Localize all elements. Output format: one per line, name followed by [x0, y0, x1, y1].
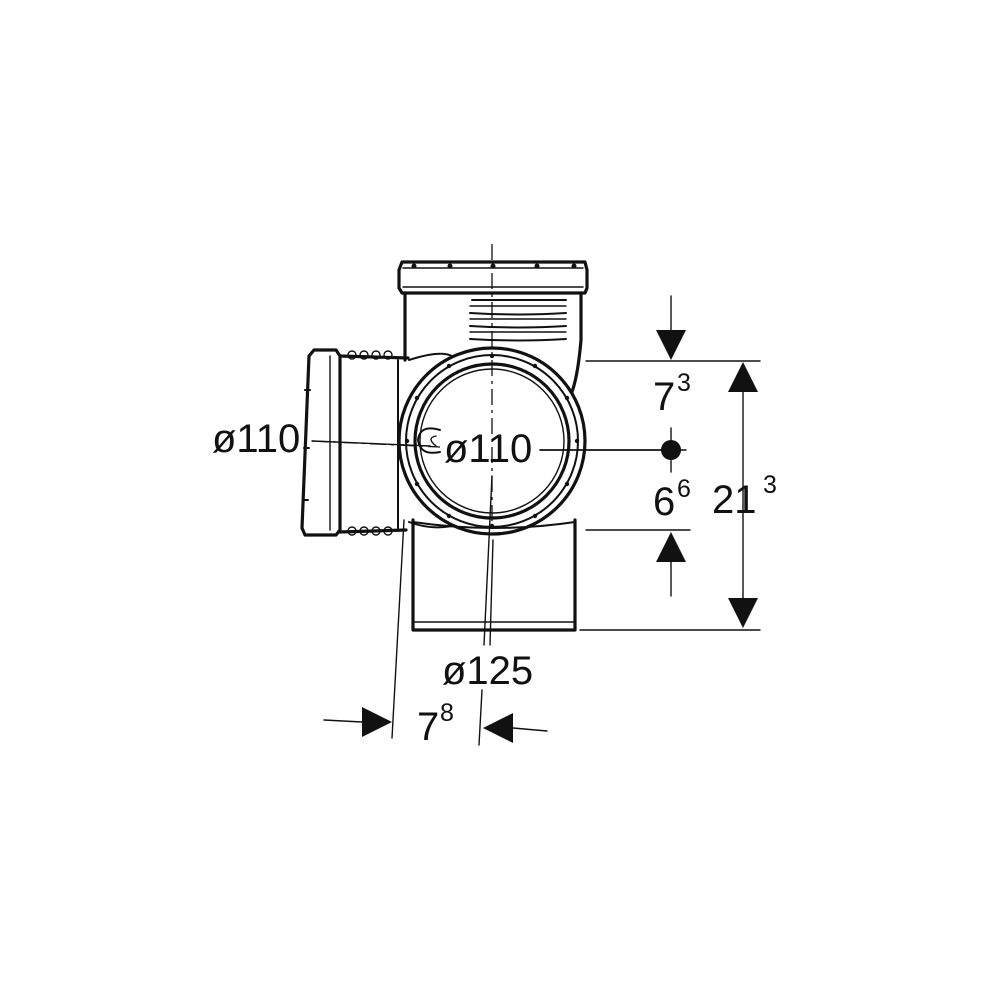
upper-body — [403, 291, 583, 394]
inner-hook — [416, 427, 441, 454]
side-socket — [300, 348, 342, 537]
overall-height-label: 21 — [712, 478, 757, 522]
collar-ribs — [411, 263, 577, 269]
dimension-labels: ø110 ø110 ø125 7 3 6 6 21 3 7 8 — [212, 369, 777, 749]
side-branch — [300, 348, 410, 537]
inner-threads — [469, 299, 567, 342]
offset-center-superscript: 6 — [677, 475, 691, 503]
side-ribs-top — [347, 350, 393, 360]
branch-offset-superscript: 8 — [440, 699, 454, 727]
branch-offset-label: 7 — [417, 705, 439, 749]
overall-height-superscript: 3 — [763, 471, 777, 499]
top-socket-collar — [397, 260, 589, 295]
main-diameter-label: ø125 — [442, 649, 533, 693]
offset-top-label: 7 — [653, 375, 675, 419]
side-branch-diameter-label: ø110 — [212, 417, 300, 461]
offset-top-superscript: 3 — [677, 369, 691, 397]
opening-teeth — [404, 353, 580, 529]
dimension-lines — [311, 295, 761, 746]
front-opening-diameter-label: ø110 — [444, 427, 532, 471]
side-ribs-bottom — [347, 526, 393, 536]
offset-center-label: 6 — [653, 480, 675, 524]
lower-body — [411, 518, 577, 632]
